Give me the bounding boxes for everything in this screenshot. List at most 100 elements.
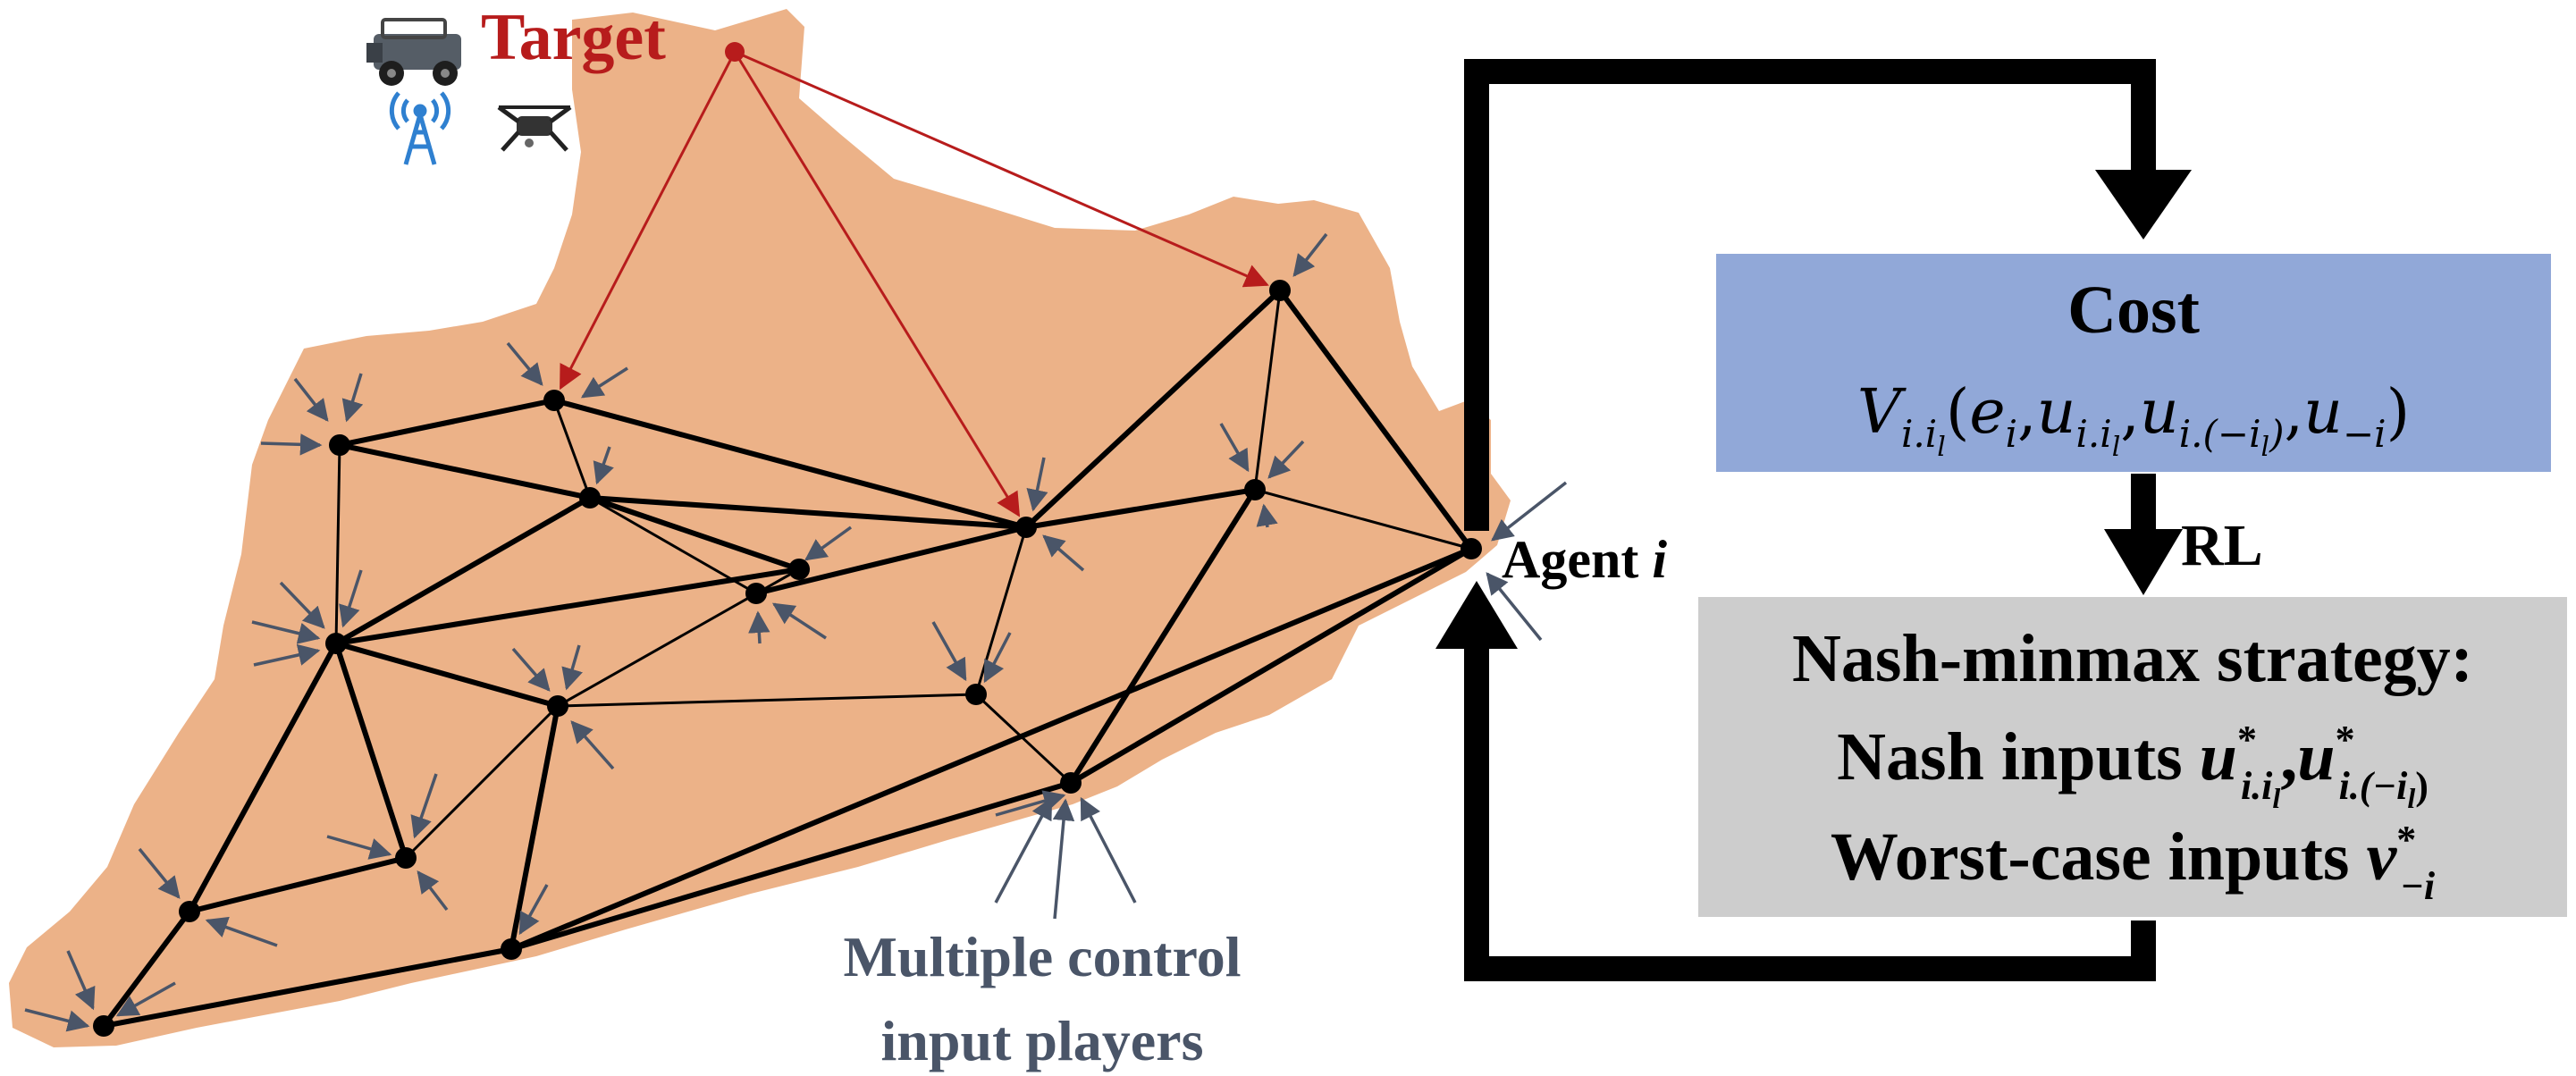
- network-node: [965, 684, 987, 705]
- control-input-arrow: [1292, 232, 1328, 277]
- network-edge: [1254, 488, 1472, 551]
- network-nodes: [93, 280, 1482, 1037]
- control-input-arrow: [771, 602, 827, 640]
- target-arrow: [560, 51, 737, 391]
- network-edge: [589, 496, 757, 595]
- network-node: [501, 938, 522, 960]
- control-input-arrow: [804, 525, 853, 561]
- network-edge: [333, 643, 408, 859]
- network-node: [1461, 538, 1482, 559]
- network-edge: [335, 567, 800, 646]
- control-input-arrow: [995, 790, 1066, 817]
- network-edge: [1069, 546, 1473, 786]
- control-input-arrow: [593, 446, 614, 485]
- network-node: [1269, 280, 1291, 301]
- control-input-arrow: [561, 644, 583, 691]
- network-node: [93, 1015, 114, 1037]
- control-input-arrow: [511, 647, 551, 692]
- control-input-arrow: [138, 847, 181, 899]
- network-edge: [589, 495, 1027, 530]
- tower-icon: [389, 91, 451, 165]
- network-edge: [974, 693, 1073, 785]
- network-edge: [339, 442, 591, 500]
- control-input-arrow: [251, 620, 321, 644]
- control-input-arrow: [205, 916, 278, 947]
- control-input-arrow: [410, 773, 438, 839]
- cost-formula: Vi.il(ei,ui.il,ui.(−il),u−i): [1857, 377, 2410, 463]
- control-input-arrow: [1080, 796, 1137, 904]
- target-label: Target: [481, 1, 666, 74]
- network-edge: [334, 444, 341, 644]
- network-edge: [335, 641, 559, 709]
- network-edge: [1023, 288, 1283, 530]
- control-input-arrow: [326, 835, 392, 860]
- agent-label: Agent i: [1502, 530, 1667, 589]
- network-edge: [509, 546, 1473, 952]
- strategy-worst-case-inputs: Worst-case inputs v*−i: [1831, 818, 2436, 908]
- network-edge: [187, 642, 339, 913]
- control-input-arrow: [253, 643, 321, 667]
- control-input-arrow: [24, 1008, 90, 1032]
- players-caption-line2: input players: [881, 1009, 1204, 1072]
- control-input-arrow: [260, 433, 323, 456]
- control-input-arrow: [1219, 423, 1250, 473]
- network-edge: [510, 780, 1072, 952]
- network-edge: [509, 705, 560, 950]
- network-edge: [552, 399, 592, 499]
- network-edges: [101, 288, 1474, 1029]
- control-input-arrow: [293, 377, 329, 422]
- control-input-arrow: [506, 341, 543, 386]
- network-node: [788, 559, 810, 580]
- control-input-arrow: [339, 569, 363, 628]
- control-input-arrow: [115, 981, 176, 1017]
- control-input-arrow: [66, 950, 96, 1011]
- network-edge: [103, 946, 512, 1029]
- network-edge: [189, 855, 407, 914]
- feedback-loop: [1435, 59, 2192, 981]
- network-node: [329, 434, 350, 456]
- network-edge: [553, 398, 1027, 530]
- network-edge: [1277, 289, 1474, 551]
- strategy-title: Nash-minmax strategy:: [1792, 621, 2473, 696]
- strategy-box: [1698, 597, 2567, 917]
- control-input-arrow: [518, 884, 549, 936]
- strategy-nash-inputs: Nash inputs u*i.il,u*i.(−il): [1837, 718, 2429, 814]
- network-region: [9, 9, 1511, 1047]
- car-icon: [366, 18, 461, 86]
- network-edge: [1253, 290, 1282, 491]
- network-node: [1244, 479, 1266, 500]
- control-input-arrow: [417, 870, 449, 912]
- control-input-arrows: [24, 232, 1568, 1032]
- rl-label: RL: [2181, 513, 2263, 578]
- network-edge: [1068, 488, 1258, 785]
- network-node: [547, 695, 568, 717]
- control-input-arrow: [994, 796, 1053, 904]
- network-edge: [339, 398, 555, 448]
- network-node: [579, 487, 601, 509]
- control-input-arrow: [570, 720, 615, 770]
- players-caption-line1: Multiple control: [844, 925, 1242, 988]
- control-input-arrow: [983, 632, 1012, 684]
- control-input-arrow: [748, 610, 770, 644]
- network-edge: [1025, 487, 1256, 530]
- control-input-arrow: [279, 581, 325, 629]
- network-node: [325, 633, 347, 654]
- control-input-arrow: [1256, 503, 1278, 528]
- drone-icon: [497, 105, 572, 152]
- network-edge: [557, 693, 977, 708]
- control-input-arrow: [931, 621, 967, 682]
- control-input-arrow: [1491, 481, 1568, 542]
- cost-title: Cost: [2067, 273, 2200, 348]
- network-node: [745, 583, 767, 604]
- network-node: [1060, 772, 1082, 794]
- target-arrows: [560, 50, 1269, 517]
- control-input-arrow: [1267, 440, 1305, 479]
- control-input-arrow: [1042, 534, 1085, 572]
- network-edge: [334, 495, 592, 646]
- control-input-arrow: [1026, 457, 1048, 512]
- cost-box: [1716, 254, 2551, 472]
- control-input-arrow: [1052, 798, 1075, 920]
- network-node: [395, 847, 417, 869]
- network-node: [1015, 517, 1037, 538]
